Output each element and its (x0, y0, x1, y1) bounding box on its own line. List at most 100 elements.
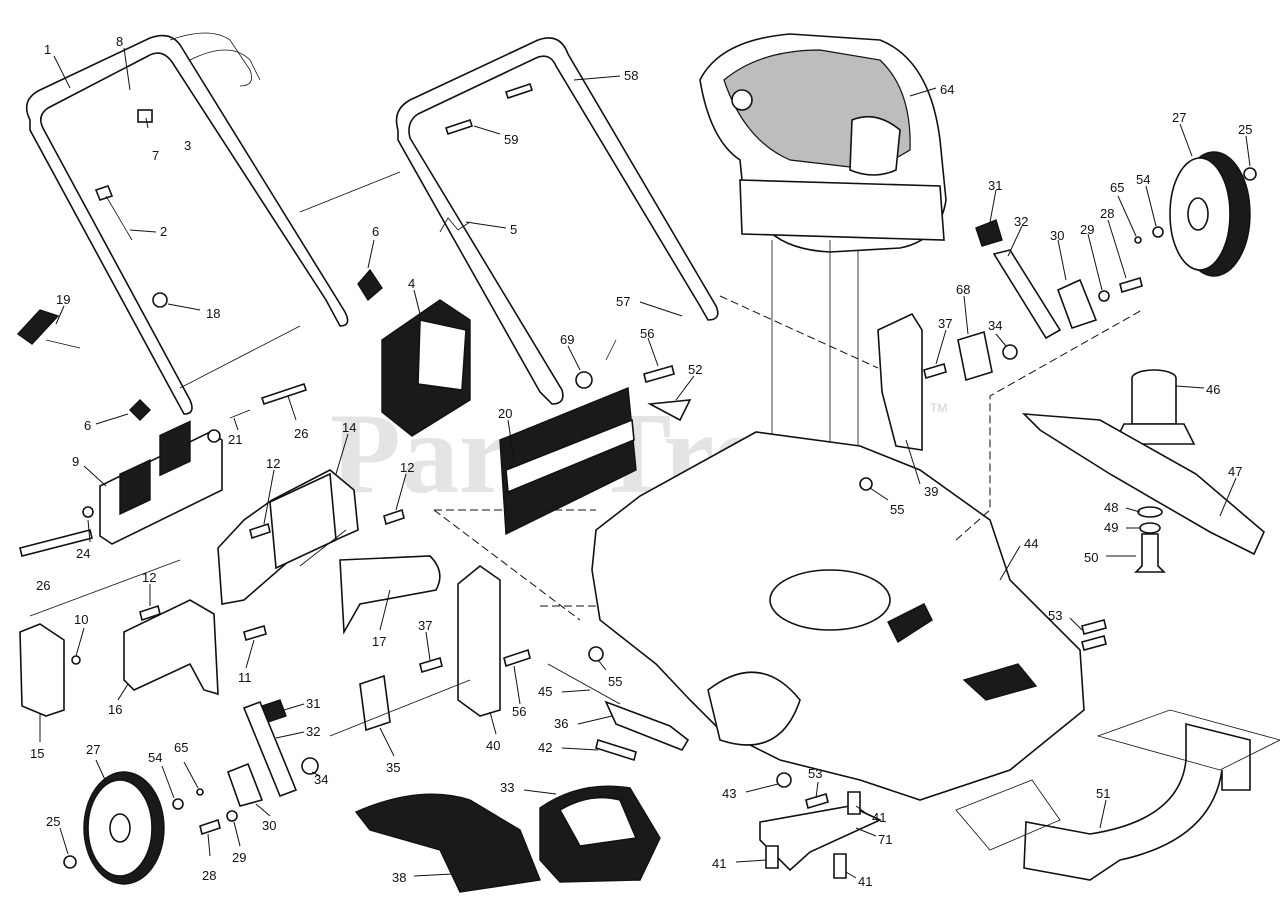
bolt-29b[interactable] (226, 810, 238, 822)
callout-32a: 32 (1014, 214, 1028, 229)
blade-adapter[interactable] (1112, 369, 1196, 445)
handle-knob-right[interactable] (357, 268, 383, 302)
spacer-34a[interactable] (1002, 344, 1018, 360)
bolt-28a[interactable] (1119, 276, 1143, 294)
nut-55b[interactable] (588, 646, 604, 662)
bolt-12b[interactable] (249, 522, 271, 540)
hub-cap-25a[interactable] (1243, 167, 1257, 181)
callout-1: 1 (44, 42, 51, 57)
side-discharge-chute-38[interactable] (354, 793, 541, 893)
long-bolt-26[interactable] (19, 529, 93, 557)
deflector-17[interactable] (339, 555, 441, 635)
adjust-lever-32a[interactable] (992, 249, 1062, 340)
bolt-56a[interactable] (643, 365, 675, 383)
callout-31a: 31 (988, 178, 1002, 193)
callout-68: 68 (956, 282, 970, 297)
bolt-12a[interactable] (139, 604, 161, 622)
front-axle-36[interactable] (604, 700, 690, 751)
washer-24[interactable] (82, 506, 94, 518)
callout-50: 50 (1084, 550, 1098, 565)
guide-line-1 (299, 171, 401, 213)
adjust-lever-32b[interactable] (242, 700, 298, 798)
callout-56b: 56 (512, 704, 526, 719)
adjuster-35[interactable] (359, 674, 391, 732)
callout-41a: 41 (872, 810, 886, 825)
bolt-29a[interactable] (1098, 290, 1110, 302)
bolt-12c[interactable] (383, 508, 405, 526)
pin-10[interactable] (71, 655, 81, 665)
front-wheel-left[interactable] (83, 771, 165, 885)
side-plate-15[interactable] (19, 623, 65, 717)
spacer-34b[interactable] (301, 757, 319, 775)
engine[interactable] (699, 33, 947, 253)
long-bolt-26b[interactable] (260, 382, 308, 406)
nut-43[interactable] (776, 772, 792, 788)
mulch-plug[interactable] (381, 299, 471, 437)
rear-skirt-51[interactable] (1023, 722, 1251, 881)
height-adjust-bracket-14[interactable] (217, 469, 359, 605)
rear-wheel-right[interactable] (1169, 151, 1251, 277)
callout-32b: 32 (306, 724, 320, 739)
washer-54a[interactable] (1152, 226, 1164, 238)
assembly-line-3 (955, 309, 1143, 541)
callout-34a: 34 (988, 318, 1002, 333)
nut-55a[interactable] (859, 477, 873, 491)
callout-58: 58 (624, 68, 638, 83)
clip-65a[interactable] (1134, 236, 1142, 244)
callout-55b: 55 (608, 674, 622, 689)
spring-21[interactable] (229, 409, 251, 419)
clip-65b[interactable] (196, 788, 204, 796)
washer-48[interactable] (1137, 506, 1163, 518)
washer-54b[interactable] (172, 798, 184, 810)
bolt-37b[interactable] (419, 656, 443, 674)
cutting-blade[interactable] (1021, 413, 1265, 556)
blade-bolt-50[interactable] (1134, 533, 1166, 573)
handle-nut[interactable] (152, 292, 168, 308)
bushing-69[interactable] (575, 371, 593, 389)
bolt-28b[interactable] (199, 818, 221, 836)
callout-8: 8 (116, 34, 123, 49)
bolt-53a-2[interactable] (1081, 635, 1107, 651)
flap-52[interactable] (647, 399, 692, 422)
handle-bolts-59[interactable] (444, 82, 534, 136)
front-height-bracket-40[interactable] (457, 564, 501, 717)
cable-guide[interactable] (439, 217, 471, 233)
callout-12c: 12 (142, 570, 156, 585)
bracket-16[interactable] (123, 599, 219, 696)
bolt-53a[interactable] (1081, 619, 1107, 635)
callout-14: 14 (342, 420, 356, 435)
bolt-41b[interactable] (765, 845, 779, 869)
wheel-bracket-30a[interactable] (1056, 278, 1098, 330)
washer-49[interactable] (1139, 522, 1161, 534)
bolt-11[interactable] (243, 624, 267, 642)
bolt-53b[interactable] (805, 792, 829, 810)
bolt-41c[interactable] (833, 853, 847, 879)
adjuster-68[interactable] (957, 330, 993, 382)
mower-deck[interactable] (591, 431, 1085, 801)
bolt-41a[interactable] (847, 791, 861, 815)
hub-cap-25b[interactable] (63, 855, 77, 869)
callout-4: 4 (408, 276, 415, 291)
callout-2: 2 (160, 224, 167, 239)
clip-57[interactable] (605, 339, 617, 361)
control-cable[interactable] (94, 49, 261, 241)
callout-52: 52 (688, 362, 702, 377)
spring-42[interactable] (595, 738, 637, 762)
bolt-37a[interactable] (923, 362, 947, 380)
axle-rod-45[interactable] (547, 663, 621, 705)
lever-grip-31a[interactable] (975, 219, 1003, 247)
rear-door-screen[interactable] (99, 420, 223, 545)
lower-handle[interactable] (395, 37, 719, 405)
handle-knob-left[interactable] (129, 399, 151, 421)
guide-line-3 (29, 559, 181, 617)
height-adjust-plate-39[interactable] (877, 312, 923, 451)
wheel-bracket-30b[interactable] (226, 762, 264, 807)
discharge-cover-33-face[interactable] (558, 796, 638, 847)
handle-knob-small[interactable] (137, 109, 153, 123)
callout-16: 16 (108, 702, 122, 717)
rear-trailing-shield[interactable] (499, 386, 637, 536)
bolt-56b[interactable] (503, 648, 531, 668)
cable-tie-knob[interactable] (16, 309, 81, 349)
upper-handle[interactable] (25, 32, 349, 415)
callout-29a: 29 (1080, 222, 1094, 237)
